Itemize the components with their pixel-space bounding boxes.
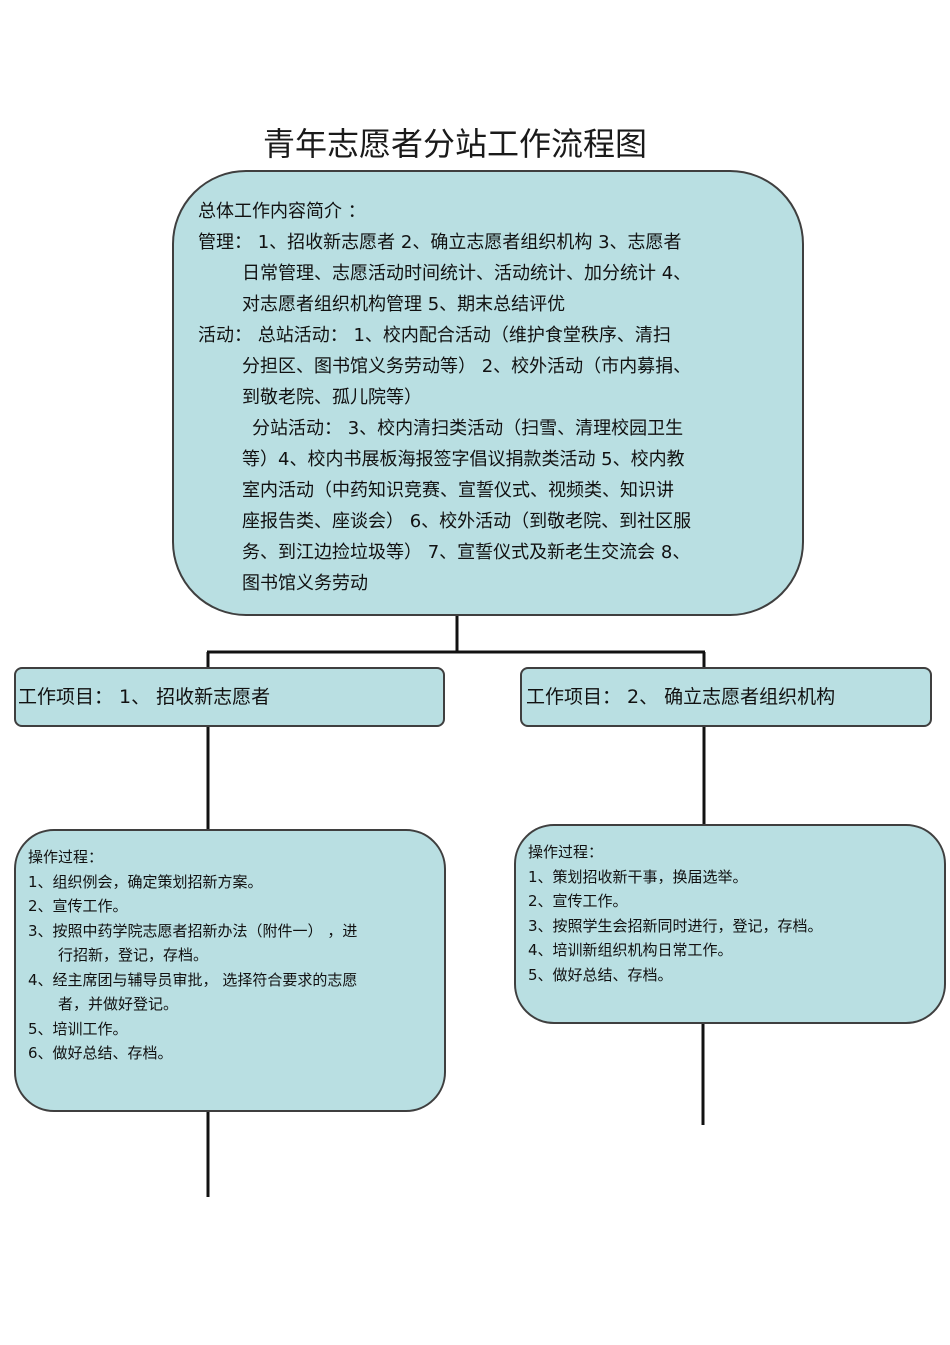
summary-line: 座报告类、座谈会） 6、校外活动（到敬老院、到社区服 (242, 511, 692, 532)
summary-line: 活动： 总站活动： 1、校内配合活动（维护食堂秩序、清扫 (198, 325, 671, 346)
process-box-organization: 操作过程： 1、策划招收新干事，换届选举。 2、宣传工作。 3、按照学生会招新同… (514, 824, 946, 1024)
process-step: 2、宣传工作。 (528, 892, 628, 910)
summary-line: 分站活动： 3、校内清扫类活动（扫雪、清理校园卫生 (252, 418, 684, 439)
process-step-continued: 行招新，登记，存档。 (58, 946, 209, 964)
summary-line: 到敬老院、孤儿院等） (242, 387, 422, 408)
process-heading: 操作过程： (528, 843, 604, 861)
summary-heading: 总体工作内容简介 ： (198, 201, 366, 222)
process-step: 1、组织例会，确定策划招新方案。 (28, 872, 263, 891)
summary-box: 总体工作内容简介 ： 管理： 1、招收新志愿者 2、确立志愿者组织机构 3、志愿… (172, 170, 804, 616)
summary-line: 分担区、图书馆义务劳动等） 2、校外活动（市内募捐、 (242, 356, 692, 377)
process-box-recruit: 操作过程： 1、组织例会，确定策划招新方案。 2、宣传工作。 3、按照中药学院志… (14, 829, 446, 1112)
summary-line: 对志愿者组织机构管理 5、期末总结评优 (242, 294, 566, 315)
page-title: 青年志愿者分站工作流程图 (262, 125, 647, 163)
process-step: 4、培训新组织机构日常工作。 (528, 941, 733, 959)
summary-line: 等）4、校内书展板海报签字倡议捐款类活动 5、校内教 (242, 449, 685, 470)
project-box-recruit: 工作项目： 1、 招收新志愿者 (14, 667, 445, 727)
summary-line: 务、到江边捡垃圾等） 7、宣誓仪式及新老生交流会 8、 (242, 542, 691, 563)
process-step: 3、按照学生会招新同时进行，登记，存档。 (528, 916, 823, 935)
process-step-continued: 者，并做好登记。 (58, 995, 179, 1013)
process-step: 5、培训工作。 (28, 1019, 128, 1038)
process-step: 6、做好总结、存档。 (28, 1044, 173, 1062)
summary-line: 管理： 1、招收新志愿者 2、确立志愿者组织机构 3、志愿者 (198, 232, 682, 253)
process-step: 2、宣传工作。 (28, 897, 128, 915)
process-step: 1、策划招收新干事，换届选举。 (528, 867, 748, 886)
summary-line: 图书馆义务劳动 (242, 573, 368, 594)
project-box-organization: 工作项目： 2、 确立志愿者组织机构 (520, 667, 932, 727)
process-step: 3、按照中药学院志愿者招新办法（附件一） ，进 (28, 921, 358, 940)
process-step: 5、做好总结、存档。 (528, 965, 673, 984)
connector-group (206, 615, 706, 1197)
process-heading: 操作过程： (28, 848, 104, 866)
summary-line: 室内活动（中药知识竞赛、宣誓仪式、视频类、知识讲 (242, 480, 674, 501)
process-step: 4、经主席团与辅导员审批， 选择符合要求的志愿 (28, 970, 358, 989)
summary-line: 日常管理、志愿活动时间统计、活动统计、加分统计 4、 (242, 263, 692, 284)
